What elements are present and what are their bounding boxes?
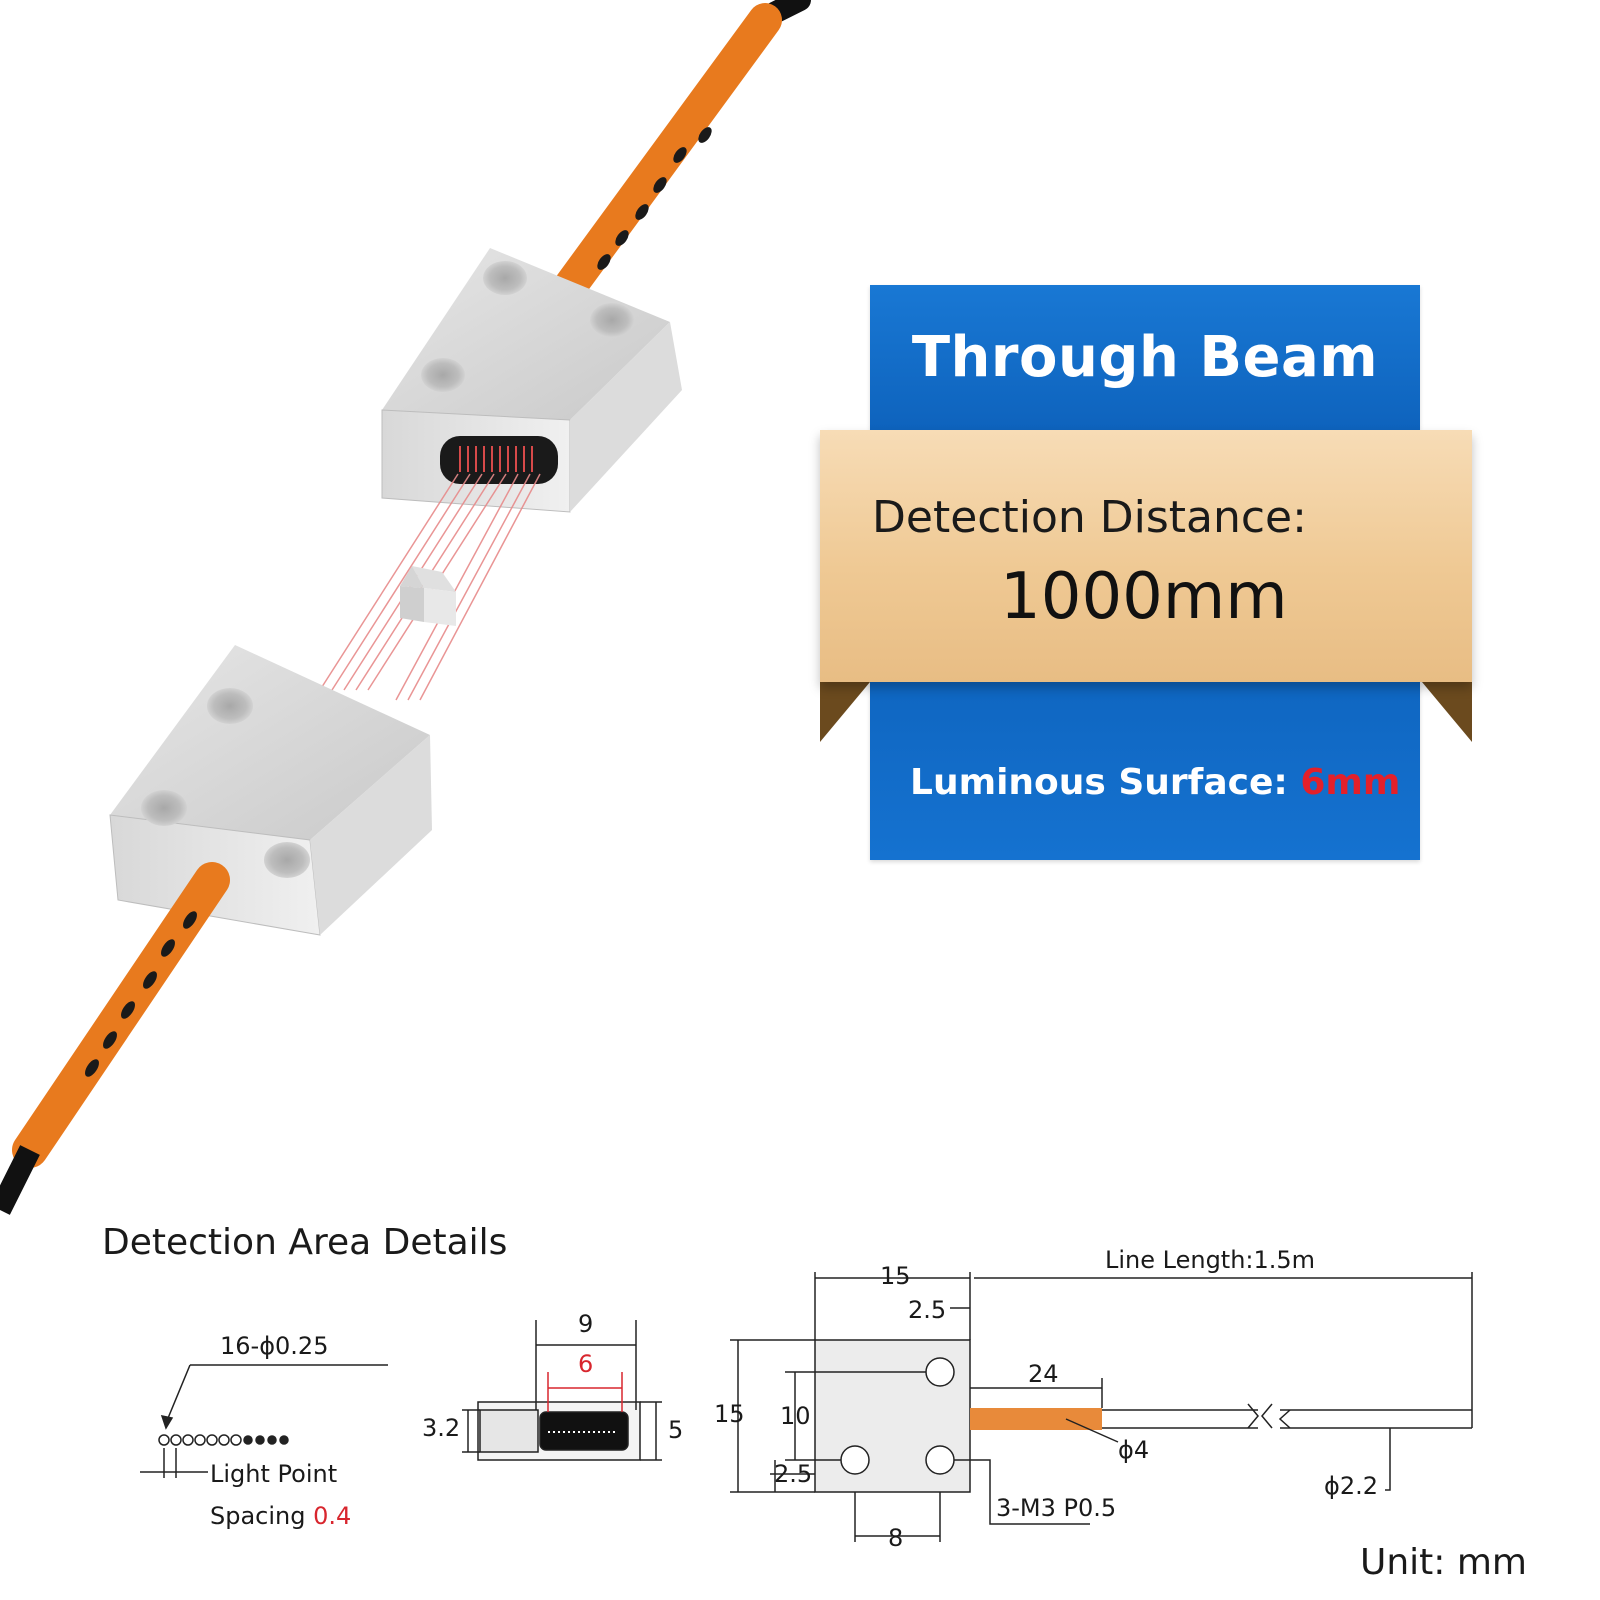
- body-width-label: 15: [880, 1262, 911, 1290]
- hole-span-horizontal-label: 8: [888, 1524, 904, 1552]
- upper-sensor-block: [381, 248, 682, 513]
- bottom-offset-label: 2.5: [774, 1460, 813, 1488]
- detection-distance-value: 1000mm: [1000, 560, 1288, 634]
- luminous-surface-label: Luminous Surface:: [910, 762, 1288, 803]
- side-view-diagram: [730, 1272, 1473, 1542]
- banner-title-panel: Through Beam: [870, 285, 1420, 430]
- hole-offset-label: 2.5: [908, 1296, 947, 1324]
- detection-area-title: Detection Area Details: [102, 1222, 508, 1263]
- cable-diameter-label: ϕ4: [1118, 1436, 1150, 1464]
- ribbon-fold-right: [1422, 682, 1472, 742]
- upper-cable: [543, 0, 811, 317]
- face-width-label: 9: [578, 1310, 594, 1338]
- light-point-label: Light Point: [210, 1460, 338, 1488]
- light-beams: [319, 473, 541, 701]
- luminous-surface-value: 6mm: [1300, 762, 1401, 803]
- body-height-label: 15: [714, 1400, 745, 1428]
- ribbon-fold-left: [820, 682, 870, 742]
- face-window-label: 6: [578, 1350, 594, 1378]
- hole-span-vertical-label: 10: [780, 1402, 811, 1430]
- light-point-diagram: [140, 1364, 388, 1478]
- unit-label: Unit: mm: [1360, 1542, 1527, 1583]
- lower-sensor-block: [109, 645, 432, 936]
- target-object: [400, 566, 456, 626]
- fiber-diameter-label: ϕ2.2: [1324, 1472, 1378, 1500]
- face-view-diagram: [462, 1320, 662, 1461]
- spacing-value: 0.4: [313, 1502, 352, 1530]
- spacing-label: Spacing: [210, 1502, 306, 1530]
- luminous-surface-text: Luminous Surface: 6mm: [910, 762, 1400, 803]
- spacing-text: Spacing 0.4: [210, 1502, 351, 1530]
- thread-spec-label: 3-M3 P0.5: [996, 1494, 1117, 1522]
- lower-cable: [0, 862, 230, 1215]
- line-length-label: Line Length:1.5m: [1105, 1246, 1316, 1274]
- detection-distance-label: Detection Distance:: [872, 492, 1307, 543]
- banner-title: Through Beam: [911, 325, 1379, 390]
- detection-distance-ribbon: Detection Distance: 1000mm: [820, 430, 1472, 682]
- holes-label: 16-ϕ0.25: [220, 1332, 329, 1360]
- cable-length-label: 24: [1028, 1360, 1059, 1388]
- face-height-label: 5: [668, 1416, 684, 1444]
- face-inner-height-label: 3.2: [422, 1414, 461, 1442]
- luminous-surface-panel: Luminous Surface: 6mm: [870, 682, 1420, 860]
